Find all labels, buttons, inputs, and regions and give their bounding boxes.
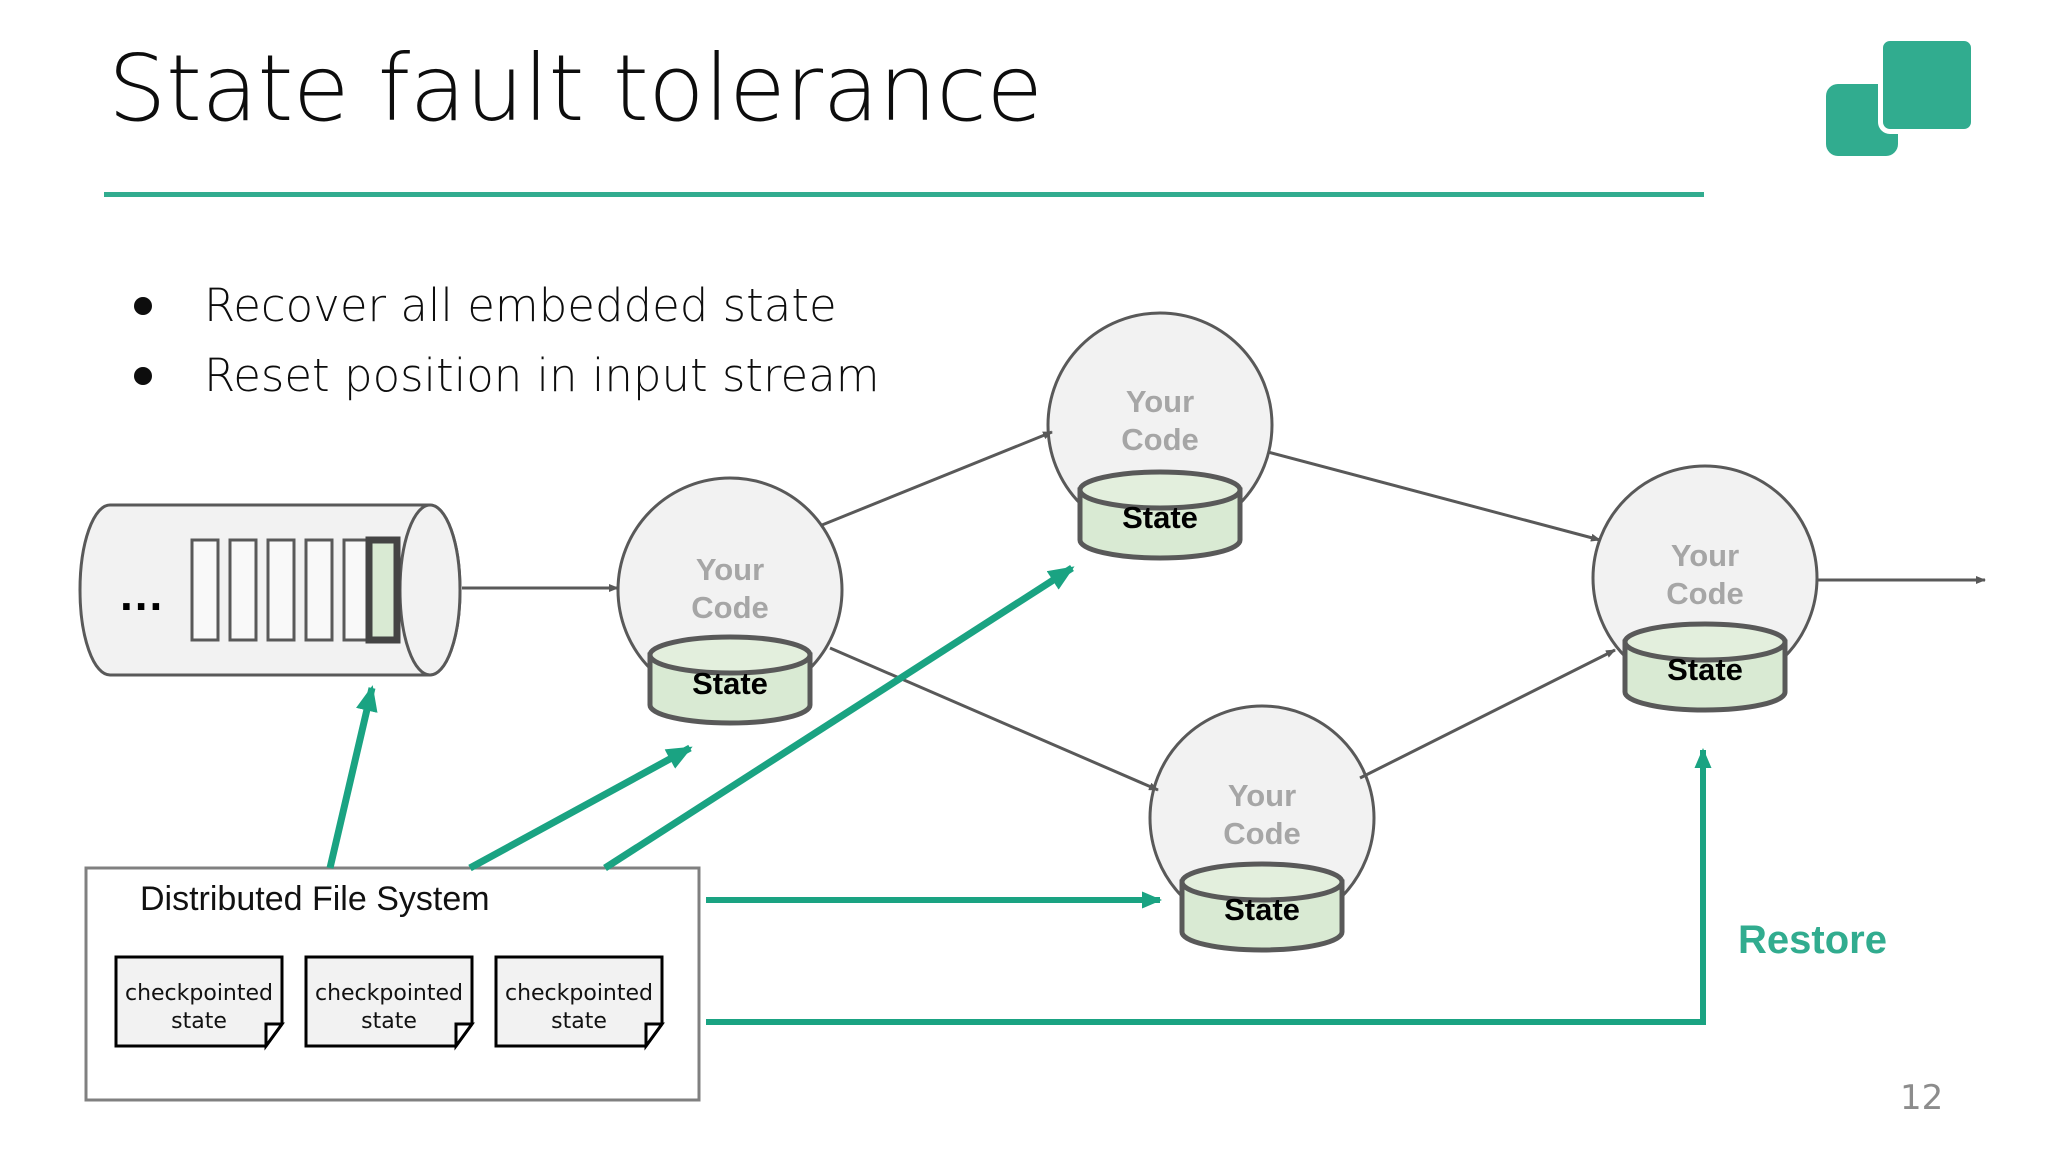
node-your-code-3: Your Code State xyxy=(1148,704,1376,953)
node-label-line2: Code xyxy=(1223,816,1301,851)
stream-record-highlighted xyxy=(365,536,401,644)
edge-node2-to-node4 xyxy=(1267,450,1601,542)
restore-arrow-to-node4 xyxy=(706,748,1712,1025)
node-your-code-1: Your Code State xyxy=(616,476,844,726)
dfs-title: Distributed File System xyxy=(140,880,490,918)
state-label: State xyxy=(1224,892,1300,927)
slide-number: 12 xyxy=(1900,1078,1944,1118)
node-your-code-4: Your Code State xyxy=(1591,464,1819,713)
state-cylinder-4: State xyxy=(1622,621,1788,713)
checkpointed-state-document xyxy=(494,955,665,1051)
node-label-line1: Your xyxy=(696,552,764,587)
title-underline-rule xyxy=(104,192,1704,197)
edge-node1-to-node2 xyxy=(821,430,1053,527)
state-label: State xyxy=(692,666,768,701)
logo-square-front xyxy=(1878,36,1976,134)
page-title: State fault tolerance xyxy=(108,35,1043,142)
bullet-label: Reset position in input stream xyxy=(204,349,880,403)
node-label-line2: Code xyxy=(1121,422,1199,457)
list-item: Reset position in input stream xyxy=(134,348,1034,404)
node-label-line2: Code xyxy=(691,590,769,625)
bullet-dot-icon xyxy=(134,367,152,386)
node-label-line1: Your xyxy=(1126,384,1194,419)
node-label-line1: Your xyxy=(1671,538,1739,573)
state-cylinder-3: State xyxy=(1179,861,1345,953)
state-cylinder-1: State xyxy=(647,634,813,726)
state-label: State xyxy=(1122,500,1198,535)
state-cylinder-2: State xyxy=(1077,469,1243,561)
stream-record xyxy=(228,538,258,642)
node-your-code-2: Your Code State xyxy=(1046,311,1274,561)
bullet-dot-icon xyxy=(134,297,152,315)
checkpointed-state-document xyxy=(114,955,285,1051)
stream-record xyxy=(266,538,296,642)
stream-record xyxy=(304,538,334,642)
stream-ellipsis: ... xyxy=(120,568,164,620)
input-stream-cylinder: ... xyxy=(78,503,462,677)
checkpointed-state-document xyxy=(304,955,475,1051)
stream-record xyxy=(190,538,220,642)
node-label-line1: Your xyxy=(1228,778,1296,813)
distributed-file-system-box xyxy=(84,866,701,1102)
state-label: State xyxy=(1667,652,1743,687)
edge-node3-to-node4 xyxy=(1359,648,1616,780)
restore-arrow-to-node1 xyxy=(468,744,693,872)
edge-node1-to-node3 xyxy=(829,646,1159,792)
two-overlapping-squares-logo xyxy=(1826,36,1976,156)
restore-label: Restore xyxy=(1738,918,1887,962)
bullet-label: Recover all embedded state xyxy=(204,279,837,332)
node-label-line2: Code xyxy=(1666,576,1744,611)
restore-arrow-to-stream xyxy=(326,685,378,869)
list-item: Recover all embedded state xyxy=(134,278,1034,334)
restore-arrow-to-node2 xyxy=(603,565,1075,871)
bullet-list: Recover all embedded state Reset positio… xyxy=(134,278,1034,419)
